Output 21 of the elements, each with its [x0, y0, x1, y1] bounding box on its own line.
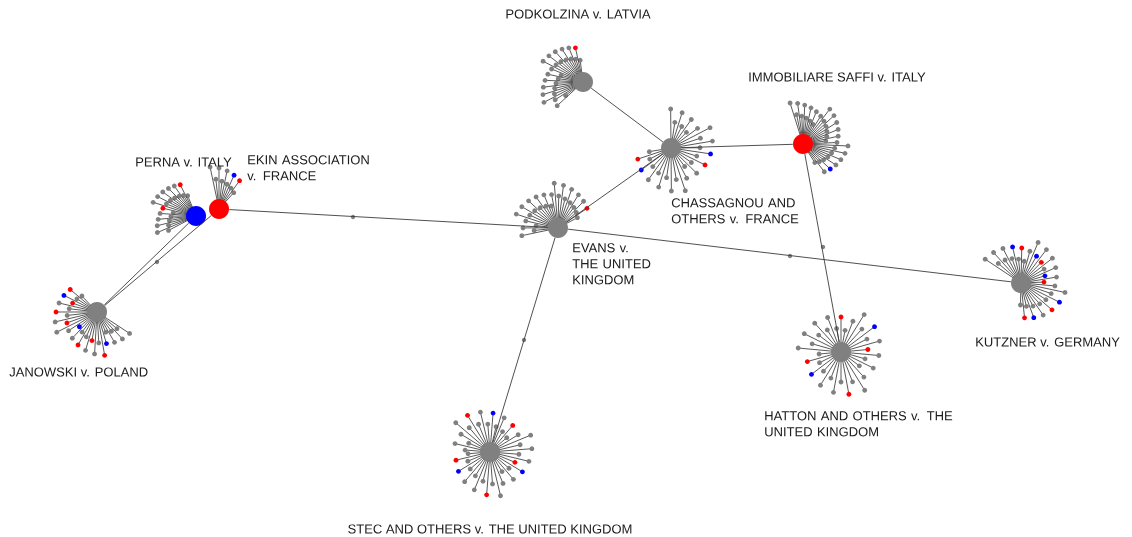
case-label: EKIN ASSOCIATION v. FRANCE — [247, 155, 369, 181]
case-node — [480, 442, 500, 462]
case-label: CHASSAGNOU AND OTHERS v. FRANCE — [671, 198, 799, 224]
connector-line — [492, 237, 556, 443]
case-label: IMMOBILIARE SAFFI v. ITALY — [749, 72, 926, 82]
case-label: HATTON AND OTHERS v. THE UNITED KINGDOM — [765, 411, 953, 437]
connector-line — [104, 215, 212, 306]
case-label: STEC AND OTHERS v. THE UNITED KINGDOM — [348, 524, 632, 534]
connector-line — [103, 222, 190, 306]
connector-line — [590, 87, 664, 143]
connector-line — [804, 153, 840, 343]
connector-line — [680, 143, 794, 149]
case-label: PODKOLZINA v. LATVIA — [506, 9, 651, 19]
connector-line — [565, 153, 664, 223]
case-node — [573, 72, 593, 92]
case-label: PERNA v. ITALY — [136, 157, 232, 167]
case-label: JANOWSKI v. POLAND — [9, 367, 148, 377]
connector-line — [228, 209, 549, 228]
case-label: KUTZNER v. GERMANY — [976, 337, 1120, 347]
connector-line — [567, 228, 1012, 283]
case-label: EVANS v. THE UNITED KINGDOM — [572, 243, 651, 285]
